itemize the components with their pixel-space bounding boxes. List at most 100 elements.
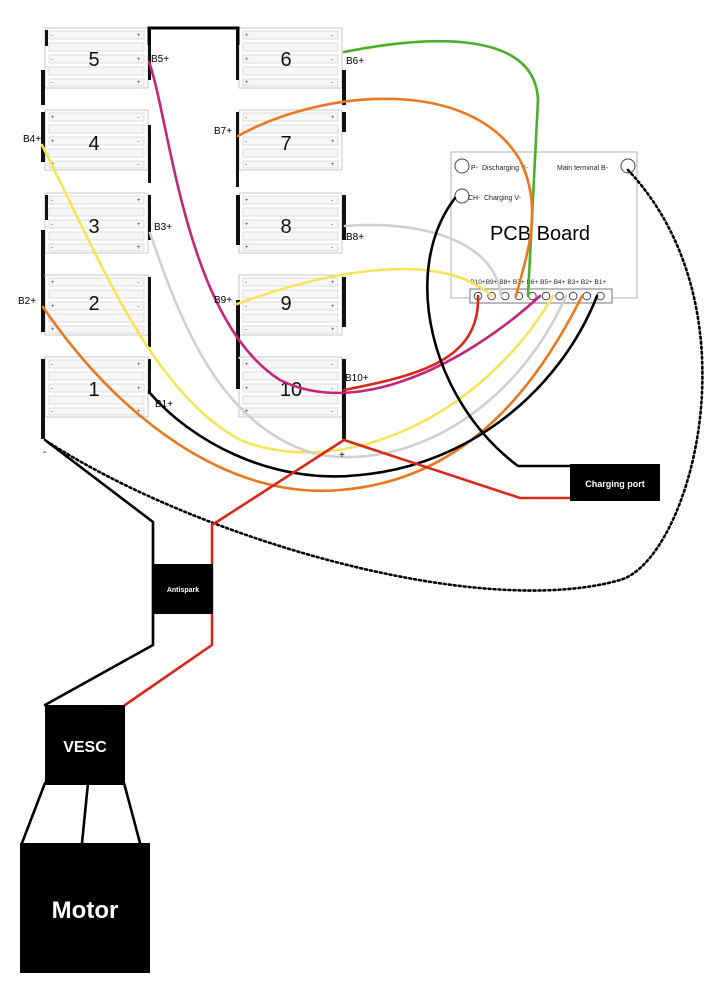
tap-label-b4: B4+ — [23, 134, 41, 145]
pcb-pin — [582, 291, 592, 301]
svg-text:+: + — [245, 57, 249, 63]
svg-text:+: + — [137, 386, 141, 392]
tap-label-b1: B1+ — [155, 399, 173, 410]
pcb-pin — [528, 291, 537, 301]
svg-text:+: + — [331, 162, 335, 168]
svg-text:+: + — [245, 386, 249, 392]
svg-text:+: + — [51, 327, 55, 333]
svg-text:-: - — [245, 115, 247, 121]
tap-label-b5: B5+ — [151, 54, 169, 65]
battery-cell-8: +- +- +- 8 — [236, 192, 346, 254]
wire-b4-yellow — [40, 143, 555, 454]
motor-label: Motor — [52, 897, 119, 924]
pack-negative-label: - — [43, 447, 46, 458]
motor: Motor — [20, 843, 150, 973]
svg-text:-: - — [331, 222, 333, 228]
main-terminal-label: Main terminal B- — [557, 165, 609, 172]
tap-label-b6: B6+ — [346, 56, 364, 67]
charging-port: Charging port — [570, 464, 660, 501]
svg-text:-: - — [137, 304, 139, 310]
svg-text:-: - — [331, 80, 333, 86]
cell-number: 10 — [280, 379, 302, 401]
svg-text:-: - — [331, 57, 333, 63]
pcb-pin — [555, 291, 564, 301]
charging-label: Charging V- — [484, 195, 522, 202]
pcb-pin-label: B3+ — [567, 279, 579, 286]
wire-vesc-motor-2 — [80, 781, 90, 845]
battery-cell-2: +- +- +- 2 — [41, 274, 151, 347]
main-terminal-icon — [620, 158, 636, 174]
svg-text:+: + — [137, 80, 141, 86]
svg-text:+: + — [51, 280, 55, 286]
svg-text:-: - — [51, 386, 53, 392]
svg-text:+: + — [137, 362, 141, 368]
wire-main-terminal-dotted — [46, 168, 704, 592]
svg-text:-: - — [331, 362, 333, 368]
tap-label-b2: B2+ — [18, 296, 36, 307]
battery-cell-4: +- +- +- 4 — [41, 109, 151, 183]
svg-text:+: + — [137, 33, 141, 39]
pack-positive-label: + — [339, 450, 345, 461]
svg-text:-: - — [51, 33, 53, 39]
tap-label-b10: B10+ — [345, 373, 369, 384]
pcb-pin-label: B1+ — [595, 279, 607, 286]
svg-text:-: - — [51, 409, 53, 415]
svg-text:-: - — [331, 33, 333, 39]
pcb-pin — [500, 291, 510, 301]
wire-charging-negative — [426, 196, 572, 468]
svg-text:+: + — [51, 304, 55, 310]
pcb-pin — [541, 291, 551, 301]
svg-text:+: + — [137, 222, 141, 228]
svg-text:-: - — [245, 162, 247, 168]
svg-text:-: - — [51, 57, 53, 63]
svg-text:+: + — [137, 57, 141, 63]
wire-b1-black — [147, 294, 599, 478]
battery-cell-1: -+ -+ -+ 1 — [41, 356, 151, 439]
wire-b5-magenta — [147, 60, 542, 395]
wire-b9-yellow — [235, 267, 494, 306]
svg-text:+: + — [245, 80, 249, 86]
wire-b6-green — [342, 39, 540, 298]
svg-text:+: + — [245, 409, 249, 415]
tap-label-b7: B7+ — [214, 126, 232, 137]
svg-text:+: + — [331, 139, 335, 145]
svg-text:-: - — [51, 362, 53, 368]
svg-text:+: + — [137, 198, 141, 204]
cell-number: 2 — [88, 293, 99, 315]
svg-text:-: - — [331, 245, 333, 251]
svg-text:+: + — [245, 33, 249, 39]
wire-b2-orange — [41, 294, 584, 493]
svg-text:+: + — [331, 327, 335, 333]
svg-text:-: - — [137, 139, 139, 145]
wire-vesc-motor-3 — [122, 781, 142, 845]
svg-text:+: + — [331, 304, 335, 310]
vesc-controller: VESC — [45, 705, 125, 785]
battery-cell-7: -+ -+ -+ 7 — [236, 109, 346, 187]
wire-pack-negative — [43, 438, 155, 707]
wire-vesc-motor-1 — [20, 781, 47, 845]
svg-text:+: + — [245, 362, 249, 368]
svg-text:+: + — [245, 198, 249, 204]
pcb-pin-label: B6+ — [527, 279, 539, 286]
svg-text:+: + — [245, 245, 249, 251]
svg-text:-: - — [331, 198, 333, 204]
charging-code: CH- — [468, 195, 481, 202]
cell-number: 4 — [88, 133, 99, 155]
discharging-code: P- — [471, 165, 479, 172]
pcb-pin-label: B2+ — [581, 279, 593, 286]
discharging-terminal-icon — [454, 158, 470, 174]
wire-b8-grey — [343, 223, 503, 298]
svg-text:-: - — [245, 327, 247, 333]
svg-text:+: + — [137, 245, 141, 251]
battery-cell-6: +- +- +- 6 — [236, 27, 346, 105]
svg-text:+: + — [51, 115, 55, 121]
svg-text:-: - — [51, 80, 53, 86]
cell-number: 8 — [280, 216, 291, 238]
svg-text:-: - — [331, 409, 333, 415]
cell-number: 1 — [88, 379, 99, 401]
pcb-pin-label: B10+ — [470, 279, 486, 286]
cell-number: 9 — [280, 293, 291, 315]
svg-text:+: + — [331, 115, 335, 121]
svg-text:-: - — [51, 198, 53, 204]
svg-text:-: - — [137, 162, 139, 168]
